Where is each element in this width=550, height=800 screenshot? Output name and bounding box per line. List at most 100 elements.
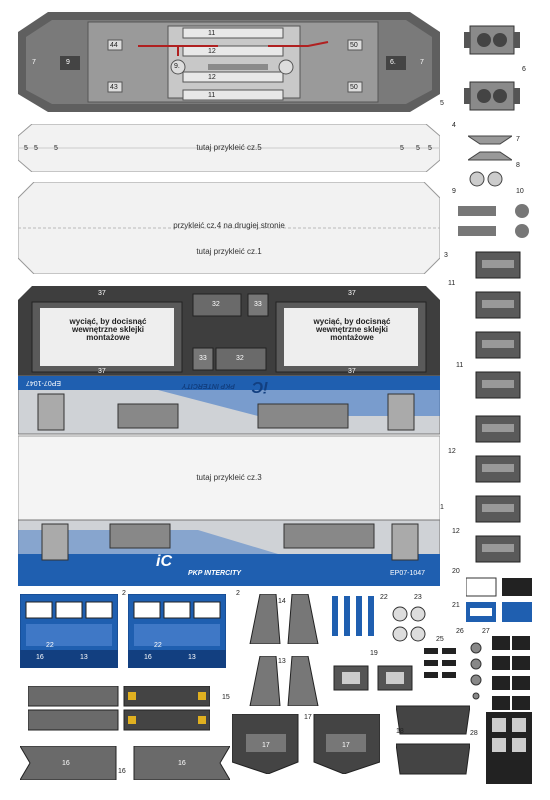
roof-num-11a: 11 — [208, 30, 216, 37]
base-num-16b: 16 — [178, 760, 186, 767]
part-number-15: 15 — [222, 694, 230, 701]
part-10 — [512, 202, 532, 240]
roof-end-6: 6. — [390, 59, 396, 66]
part-4-instruction: przykleić cz.4 na drugiej stronie — [173, 221, 285, 230]
logo-top: iC — [252, 378, 268, 395]
roof-num-12a: 12 — [208, 48, 216, 55]
roof-num-11b: 11 — [208, 92, 216, 99]
num-37a: 37 — [98, 290, 106, 297]
part-number-26: 26 — [456, 628, 464, 635]
edge-5-c: 5 — [54, 145, 58, 152]
part-1-side: wyciąć, by docisnąć wewnętrzne sklejki m… — [18, 286, 440, 586]
part-number-2b: 2 — [236, 590, 240, 597]
part-number-18: 18 — [396, 728, 404, 735]
roof-num-50a: 50 — [350, 42, 358, 49]
part-25 — [424, 648, 460, 688]
part-number-9: 9 — [452, 188, 456, 195]
part-number-21: 21 — [452, 602, 460, 609]
num-37c: 37 — [98, 368, 106, 375]
roof-num-44: 44 — [110, 42, 118, 49]
brand-bottom: PKP INTERCITY — [188, 570, 242, 577]
bogie-column — [472, 248, 524, 568]
part-number-6: 6 — [522, 66, 526, 73]
loco-number-bottom: EP07-1047 — [390, 570, 426, 577]
part-number-1: 1 — [440, 504, 444, 511]
part-14 — [246, 594, 322, 644]
part-23 — [390, 604, 430, 644]
part-18 — [396, 700, 470, 780]
part-number-19: 19 — [370, 650, 378, 657]
roof-num-9: 9. — [174, 63, 180, 70]
part-number-27: 27 — [482, 628, 490, 635]
part-4-strip: tutaj przykleić cz.5 5 5 5 5 5 5 — [18, 124, 440, 172]
part-26 — [468, 640, 484, 700]
part-number-4: 4 — [452, 122, 456, 129]
roof-drawing — [18, 12, 440, 112]
num-32a: 32 — [212, 301, 220, 308]
roof-edge-7b: 7 — [420, 59, 424, 66]
roof-num-43: 43 — [110, 84, 118, 91]
num-33a: 33 — [254, 301, 262, 308]
base-num-16a: 16 — [62, 760, 70, 767]
edge-5-e: 5 — [416, 145, 420, 152]
part-15 — [28, 686, 210, 734]
part-number-3: 3 — [444, 252, 448, 259]
cab-num-22a: 22 — [46, 642, 54, 649]
part-number-10: 10 — [516, 188, 524, 195]
base-num-17a: 17 — [262, 742, 270, 749]
part-9 — [458, 202, 498, 240]
part-number-12a: 12 — [448, 448, 456, 455]
part-19 — [332, 660, 414, 696]
part-28 — [486, 712, 532, 784]
part-7 — [468, 130, 512, 164]
part-number-16: 16 — [118, 768, 126, 775]
logo-bottom: iC — [156, 553, 172, 570]
roof-edge-7a: 7 — [32, 59, 36, 66]
edge-5-d: 5 — [400, 145, 404, 152]
part-16: 16 16 — [20, 746, 230, 780]
part-number-11a: 11 — [448, 280, 456, 287]
roof-num-12b: 12 — [208, 74, 216, 81]
part-number-23: 23 — [414, 594, 422, 601]
cab-num-13b: 13 — [188, 654, 196, 661]
cab-num-22b: 22 — [154, 642, 162, 649]
part-number-17: 17 — [304, 714, 312, 721]
part-13 — [246, 656, 322, 706]
cab-num-16b: 16 — [144, 654, 152, 661]
part-number-5: 5 — [440, 100, 444, 107]
num-32b: 32 — [236, 355, 244, 362]
brand-top: PKP INTERCITY — [182, 382, 236, 389]
part-22 — [330, 596, 376, 636]
part-27 — [492, 636, 532, 712]
part-6-bottom — [464, 76, 520, 116]
part-3-strip: przykleić cz.4 na drugiej stronie tutaj … — [18, 182, 440, 274]
part-21 — [466, 602, 532, 622]
num-37b: 37 — [348, 290, 356, 297]
part-number-2a: 2 — [122, 590, 126, 597]
part-number-12b: 12 — [452, 528, 460, 535]
cab-num-16a: 16 — [36, 654, 44, 661]
cutout-note-right: wyciąć, by docisnąć wewnętrzne sklejki m… — [313, 317, 391, 342]
roof-num-50b: 50 — [350, 84, 358, 91]
edge-5-a: 5 — [24, 145, 28, 152]
part-8 — [468, 170, 512, 188]
roof-part: 11 12 9. 12 11 44 43 50 50 9 6. 7 7 — [18, 12, 440, 112]
part-number-13: 13 — [278, 658, 286, 665]
base-num-17b: 17 — [342, 742, 350, 749]
part-number-22: 22 — [380, 594, 388, 601]
roof-end-9: 9 — [66, 59, 70, 66]
num-37d: 37 — [348, 368, 356, 375]
part-20 — [466, 576, 532, 598]
part-number-14: 14 — [278, 598, 286, 605]
part-3-instruction: tutaj przykleić cz.3 — [196, 473, 262, 482]
num-33b: 33 — [199, 355, 207, 362]
part-number-25: 25 — [436, 636, 444, 643]
part-5-instruction: tutaj przykleić cz.5 — [196, 143, 262, 152]
cab-front-left: 22 16 13 — [20, 594, 118, 668]
loco-number-top: EP07-1047 — [26, 379, 62, 386]
part-number-28: 28 — [470, 730, 478, 737]
part-number-8: 8 — [516, 162, 520, 169]
cab-front-right: 22 16 13 — [128, 594, 226, 668]
part-1-instruction: tutaj przykleić cz.1 — [196, 247, 262, 256]
edge-5-f: 5 — [428, 145, 432, 152]
